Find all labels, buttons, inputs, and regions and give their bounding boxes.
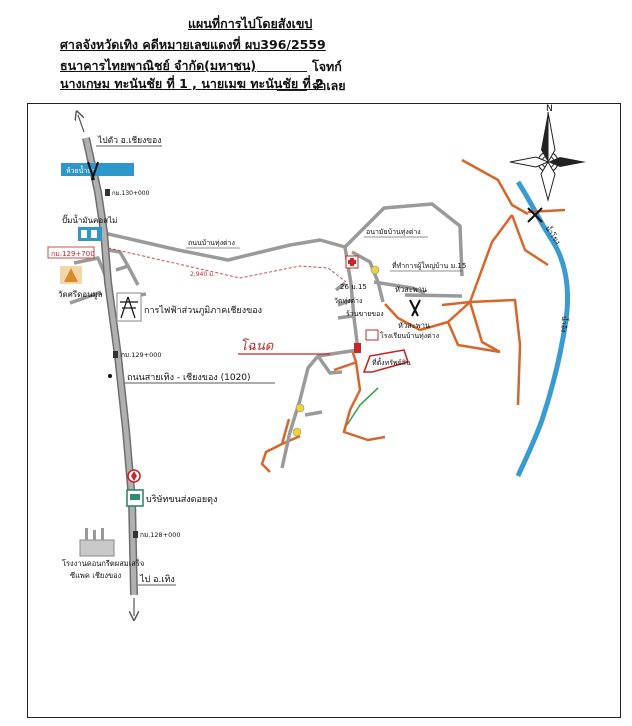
km130-label: กม.130+000 [112, 190, 150, 197]
target-arrow[interactable]: ที่ตั้งทรัพย์สิน [362, 349, 411, 373]
junction-dot [108, 374, 112, 378]
green-canal [346, 387, 379, 426]
north-label: N [546, 104, 553, 114]
marker-3-icon [370, 265, 380, 275]
handwritten-deed-note: โฉนด [240, 338, 274, 354]
map-frame [27, 103, 621, 718]
school-label: โรงเรียนบ้านทุ่งต่าง [380, 331, 439, 340]
highway-1020 [82, 137, 138, 596]
gas-station-label: ปั๊มน้ำมันคอสไม่ [62, 214, 117, 225]
bridge1-label: หัวสะพาน [395, 285, 427, 294]
arrow-to-chiang-khong [78, 115, 85, 133]
distance-line [107, 247, 347, 283]
plaintiff-underline [257, 71, 307, 72]
bridge-icon-2 [409, 299, 421, 317]
km129-post-icon [113, 351, 118, 358]
shop-label: ร้านขายของ [346, 310, 384, 318]
defendant-label: จำเลย [312, 78, 346, 93]
bridge-icon-3 [527, 207, 543, 223]
property-marker [354, 343, 361, 353]
distance-label: 2,940 ม. [190, 271, 215, 278]
moo15-label: 26 ม.15 [340, 283, 367, 291]
mekong-river [515, 180, 570, 478]
factory-label: โรงงานคอนกรีตผสมเสร็จ [62, 558, 144, 568]
marker-2-icon [295, 403, 305, 413]
bus-company-label: บริษัทขนส่งดอยตุง [146, 494, 217, 505]
km129-700-box [47, 246, 95, 259]
factory-label-2: ซีแพค เชียงของ [70, 571, 122, 580]
svg-text:ห้วยน้ำปา: ห้วยน้ำปา [66, 164, 96, 175]
plaintiff-label: โจทก์ [312, 59, 342, 74]
red-cross-icon [345, 255, 359, 269]
school-icon [365, 329, 379, 341]
river-label-2: น้ำอิง [559, 316, 571, 333]
bridge-icon [87, 161, 99, 181]
road-ban-thung-tang-label: ถนนบ้านทุ่งต่าง [188, 239, 235, 247]
temple-thung-tang-label: วัดทุ่งต่าง [334, 297, 362, 305]
temple-icon [60, 266, 82, 284]
health-center-label: อนามัยบ้านทุ่งต่าง [366, 228, 421, 236]
km129-700-label: กม.129+700 [51, 250, 95, 258]
defendant-names: นางเกษม ทะนันชัย ที่ 1 , นายเมฆ ทะนันชัย… [60, 76, 324, 91]
north-compass [509, 111, 586, 202]
to-chiang-khong-label: ไปตัว อ.เชียงของ [97, 135, 161, 146]
map-title: แผนที่การไปโดยสังเขป [188, 16, 313, 31]
waterway-huai-nam-pa: ห้วยน้ำปา [61, 163, 134, 176]
temple-si-don-mun-label: วัดศรีดอนมูล [58, 290, 103, 300]
electricity-pylon-icon [116, 292, 142, 322]
km128-post-icon [133, 531, 138, 538]
to-thoeng-label: ไป อ.เทิง [139, 574, 175, 585]
km130-post-icon [105, 189, 110, 196]
km129-label: กม.129+000 [121, 351, 162, 359]
bus-company-icon [126, 469, 144, 507]
gas-station-icon [78, 227, 102, 241]
highway-label: ถนนสายเทิง - เชียงของ (1020) [127, 372, 251, 383]
km128-label: กม.128+000 [140, 531, 181, 539]
court-case-line: ศาลจังหวัดเทิง คดีหมายเลขแดงที่ ผบ396/25… [60, 37, 326, 52]
electricity-label: การไฟฟ้าส่วนภูมิภาคเชียงของ [144, 305, 262, 316]
bridge2-label: หัวสะพาน [398, 321, 430, 330]
svg-text:ที่ตั้งทรัพย์สิน: ที่ตั้งทรัพย์สิน [372, 356, 411, 367]
factory-icon [79, 528, 115, 557]
defendant-underline [277, 90, 307, 91]
marker-1-icon [292, 427, 302, 437]
plaintiff-name: ธนาคารไทยพาณิชย์ จำกัด(มหาชน) [60, 58, 257, 73]
village-office-label: ที่ทำการผู้ใหญ่บ้าน ม.15 [392, 261, 466, 270]
orange-roads [260, 158, 566, 473]
